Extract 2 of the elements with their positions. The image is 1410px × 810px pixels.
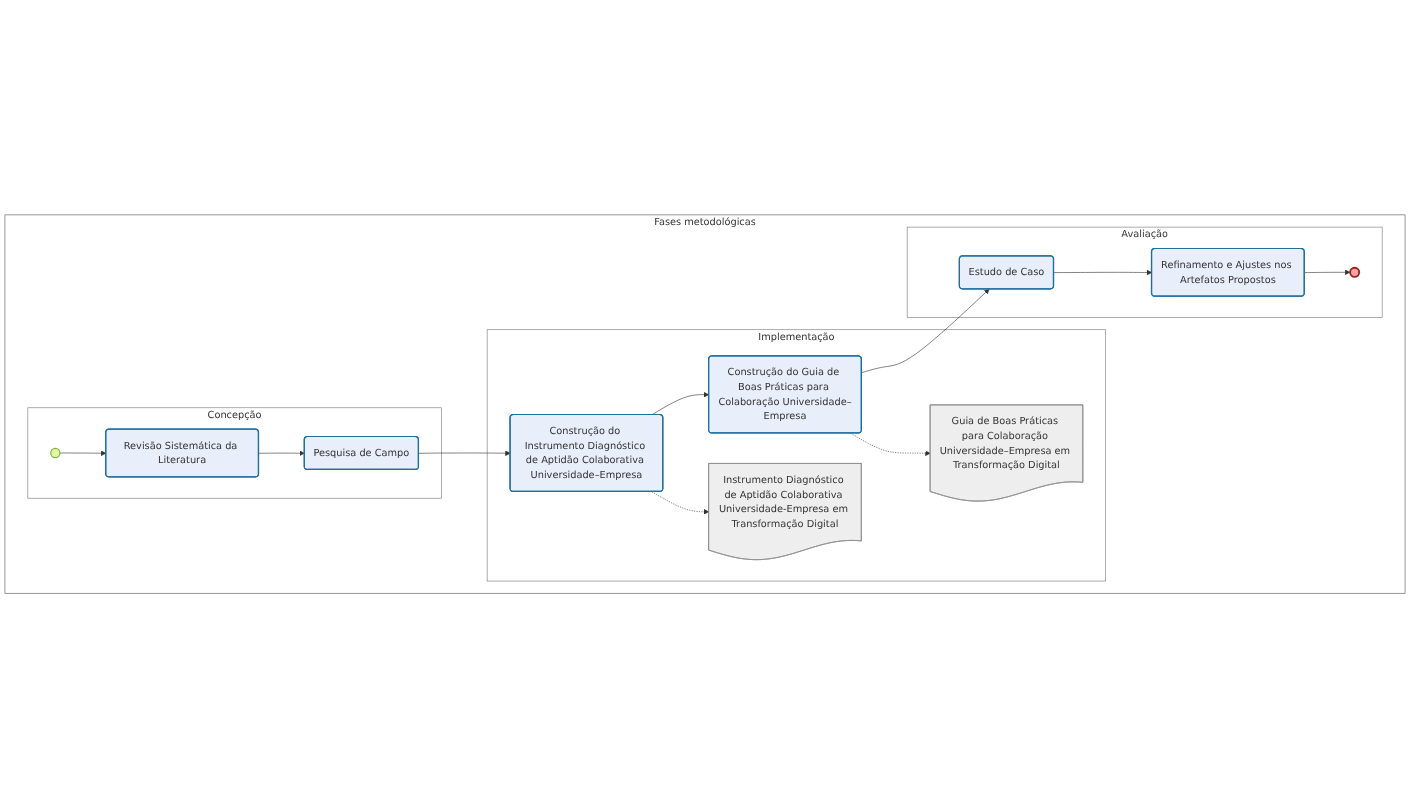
node-circle [1349, 267, 1361, 279]
node-circle [50, 448, 61, 460]
